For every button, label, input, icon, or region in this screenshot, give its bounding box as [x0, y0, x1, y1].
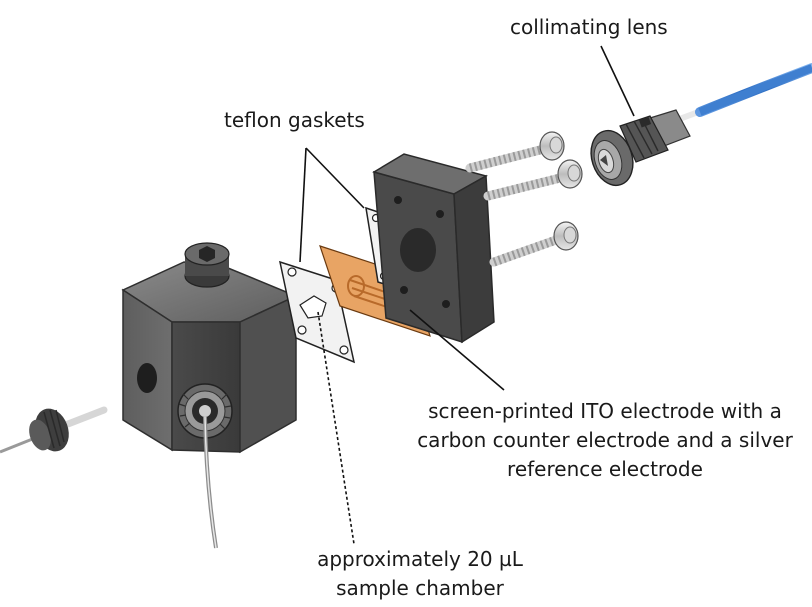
collimating-lens-assembly: [590, 63, 812, 187]
label-sample-chamber: approximately 20 µL sample chamber: [285, 545, 555, 603]
label-chamber-line-2: sample chamber: [336, 576, 504, 600]
leader-electrode: [409, 309, 505, 391]
left-fiber-connector: [0, 406, 108, 454]
label-chamber-line-1: approximately 20 µL: [317, 547, 523, 571]
window-holder-block: [372, 153, 495, 344]
label-electrode-line-2: carbon counter electrode and a silver: [417, 428, 793, 452]
label-electrode: screen-printed ITO electrode with a carb…: [395, 397, 812, 484]
label-collimating-lens: collimating lens: [510, 15, 668, 39]
label-electrode-line-3: reference electrode: [507, 457, 703, 481]
sample-cell-block: [121, 242, 298, 549]
screws: [465, 131, 583, 267]
leader-gasket-front: [299, 147, 307, 263]
leader-chamber: [317, 311, 355, 545]
leader-collimating-lens: [600, 45, 635, 117]
label-teflon-gaskets: teflon gaskets: [224, 108, 365, 132]
leader-gasket-back: [305, 147, 365, 209]
label-electrode-line-1: screen-printed ITO electrode with a: [428, 399, 782, 423]
leader-lines: [299, 45, 635, 545]
